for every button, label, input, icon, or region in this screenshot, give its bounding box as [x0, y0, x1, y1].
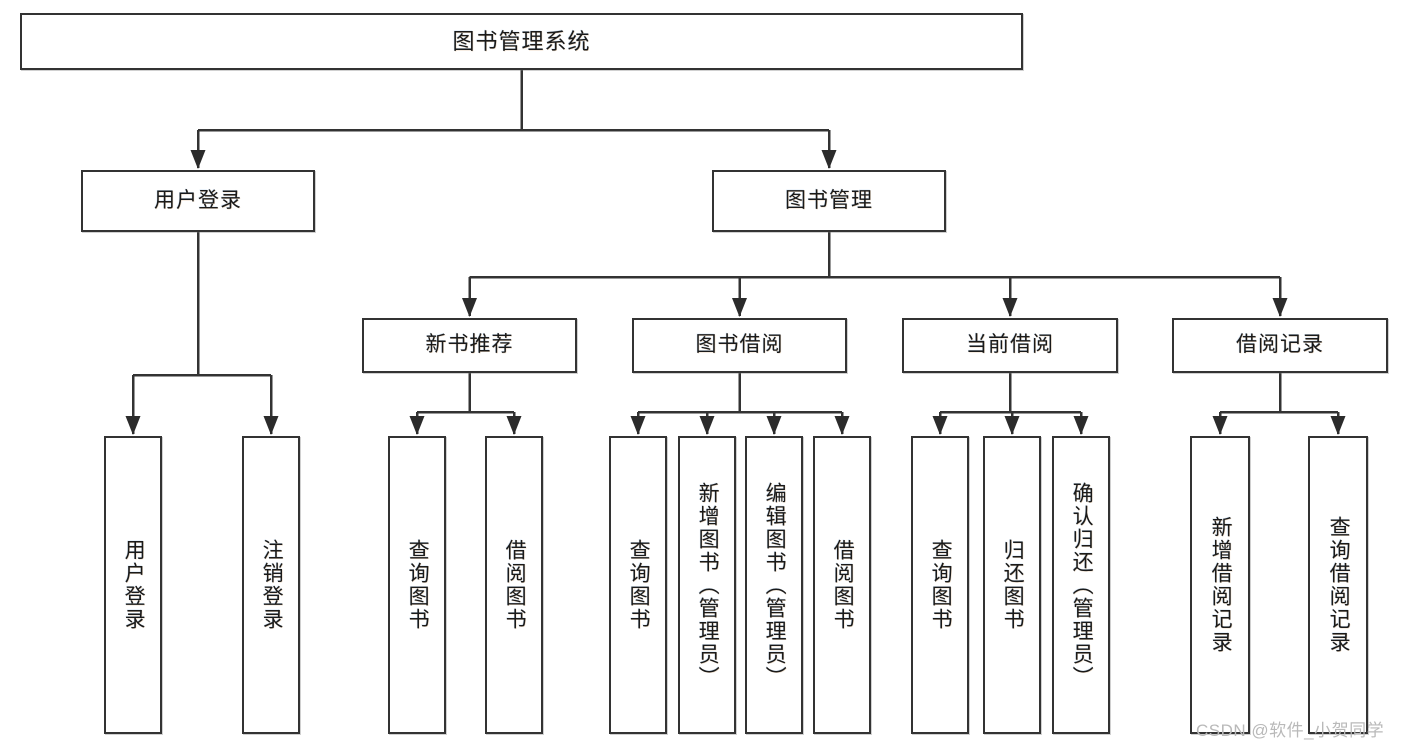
leaf-add-book-admin[interactable]: 新增图书（管理员） — [678, 436, 736, 734]
node-label: 注销登录 — [260, 539, 284, 631]
node-borrowing-record[interactable]: 借阅记录 — [1172, 318, 1388, 373]
leaf-confirm-return[interactable]: 确认归还（管理员） — [1052, 436, 1110, 734]
node-label: 用户登录 — [122, 539, 146, 631]
leaf-logout[interactable]: 注销登录 — [242, 436, 300, 734]
node-label: 借阅图书 — [831, 539, 855, 631]
node-label: 当前借阅 — [966, 333, 1054, 357]
leaf-add-borrow-rec[interactable]: 新增借阅记录 — [1190, 436, 1250, 734]
node-book-borrowing[interactable]: 图书借阅 — [632, 318, 847, 373]
node-label: 借阅图书 — [503, 539, 527, 631]
node-label: 图书管理系统 — [452, 28, 591, 54]
node-book-management[interactable]: 图书管理 — [712, 170, 946, 232]
node-label: 图书管理 — [785, 188, 873, 212]
leaf-query-book-cur[interactable]: 查询图书 — [911, 436, 969, 734]
node-user-login[interactable]: 用户登录 — [81, 170, 315, 232]
node-label: 查询借阅记录 — [1327, 516, 1351, 654]
node-label: 归还图书 — [1001, 539, 1025, 631]
node-label: 查询图书 — [929, 539, 953, 631]
node-current-borrowing[interactable]: 当前借阅 — [902, 318, 1118, 373]
node-label: 用户登录 — [154, 188, 242, 212]
leaf-user-login[interactable]: 用户登录 — [104, 436, 162, 734]
watermark: CSDN @软件_小贺同学 — [1196, 721, 1385, 740]
node-label: 查询图书 — [406, 539, 430, 631]
node-label: 借阅记录 — [1236, 333, 1324, 357]
leaf-query-book-rec[interactable]: 查询图书 — [388, 436, 446, 734]
leaf-borrow-book-rec[interactable]: 借阅图书 — [485, 436, 543, 734]
leaf-query-book[interactable]: 查询图书 — [609, 436, 667, 734]
node-label: 图书借阅 — [695, 333, 784, 357]
node-root-system[interactable]: 图书管理系统 — [20, 13, 1023, 70]
leaf-query-borrow-rec[interactable]: 查询借阅记录 — [1308, 436, 1368, 734]
node-label: 新增借阅记录 — [1209, 516, 1233, 654]
leaf-edit-book-admin[interactable]: 编辑图书（管理员） — [745, 436, 803, 734]
node-label: 新书推荐 — [425, 333, 514, 357]
node-new-book-recommendation[interactable]: 新书推荐 — [362, 318, 577, 373]
node-label: 新增图书（管理员） — [696, 481, 720, 689]
node-label: 查询图书 — [627, 539, 651, 631]
node-label: 编辑图书（管理员） — [763, 481, 787, 689]
leaf-return-book[interactable]: 归还图书 — [983, 436, 1041, 734]
node-label: 确认归还（管理员） — [1070, 481, 1094, 689]
leaf-borrow-book[interactable]: 借阅图书 — [813, 436, 871, 734]
